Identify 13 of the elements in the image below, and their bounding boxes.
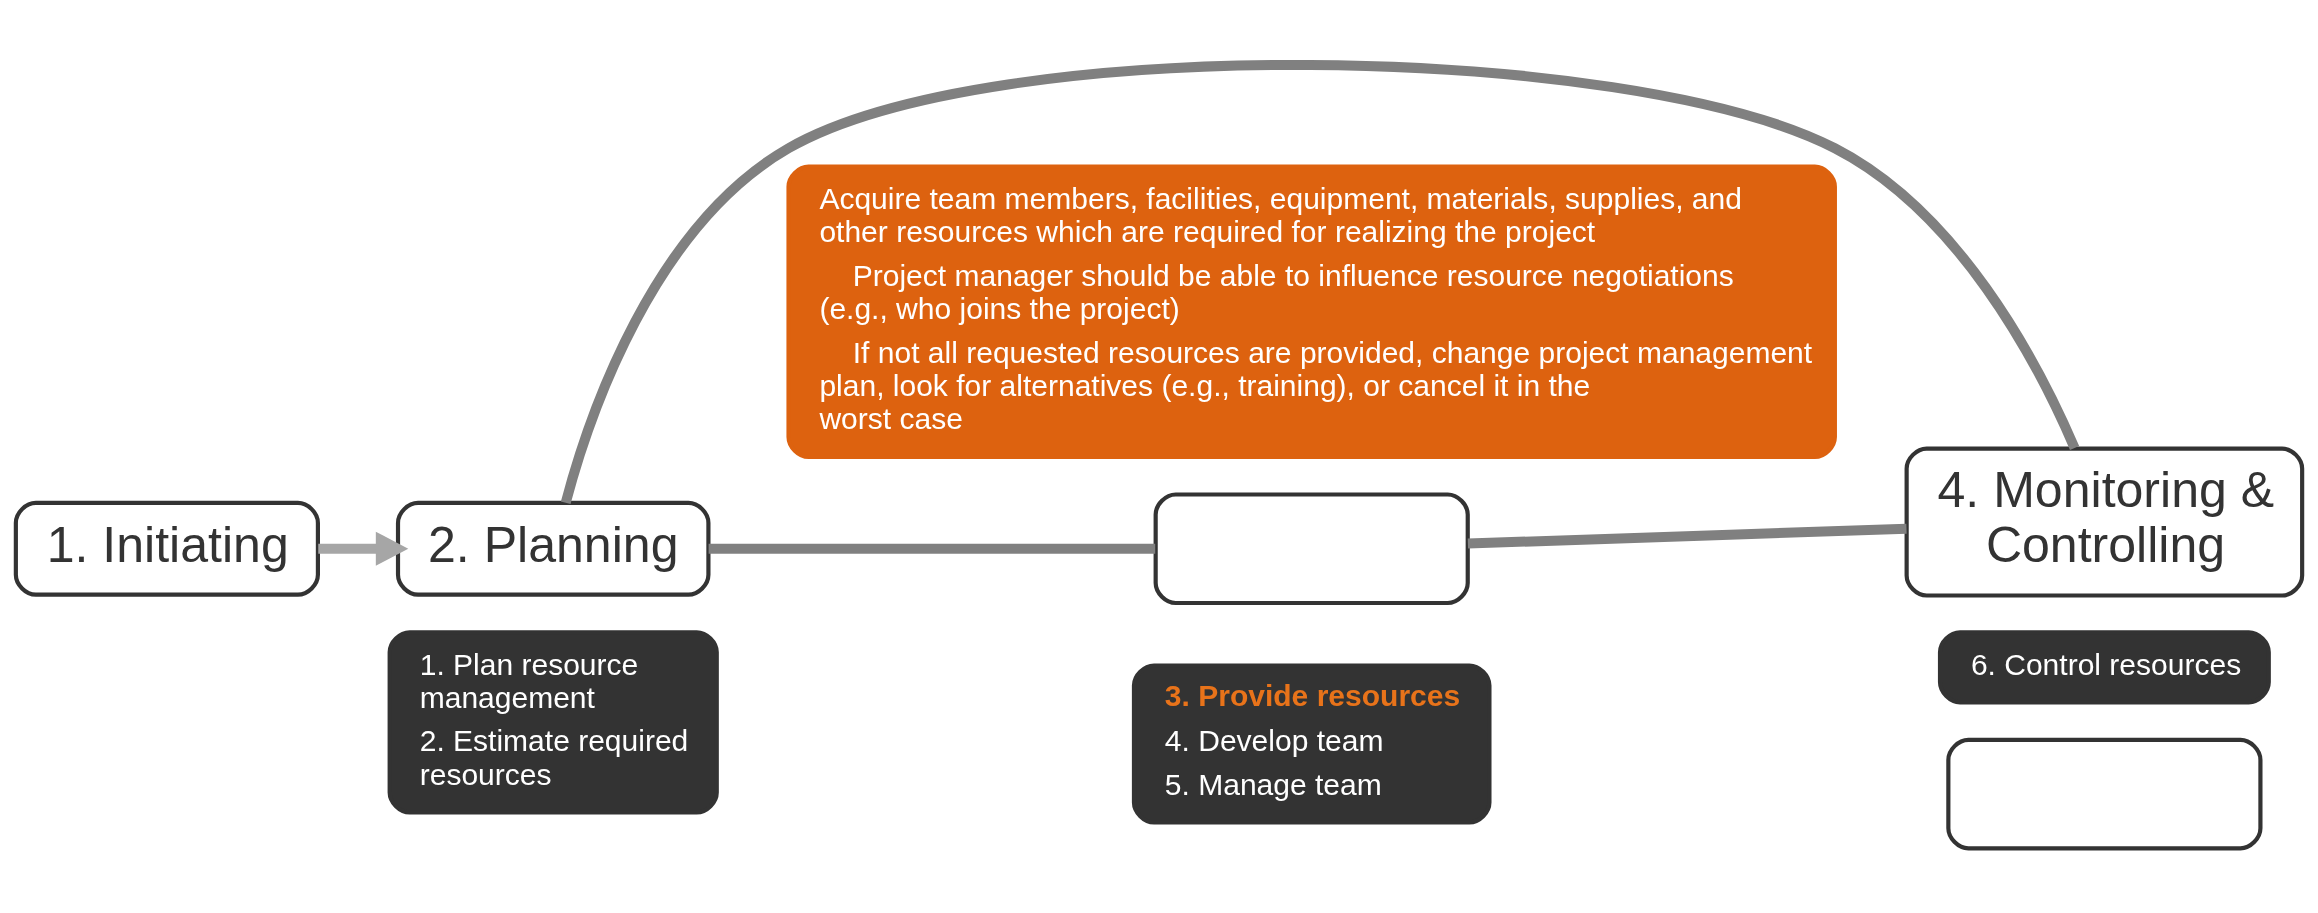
connector: [560, 60, 2080, 505]
node-box: 4. Monitoring & Controlling: [1904, 446, 2305, 598]
node-box: 3. Provide resources 4. Develop team 5. Manage team: [1131, 663, 1492, 825]
node-box: [1946, 737, 2263, 851]
arrow: [318, 531, 409, 566]
node-box: Acquire team members, facilities, equipment, materials, supplies, and other resources which are required for realizing the project Project manager should be able to influence resource negotiations (e.g., who joins the project) If not all requested resources are provided, change project management plan, look for alternatives (e.g., training), or cancel it in the worst case: [786, 164, 1837, 460]
node-box: 2. Planning: [395, 500, 711, 597]
node-box: 6. Control resources: [1937, 630, 2271, 705]
node-box: 1. Plan resource management 2. Estimate required resources: [387, 630, 719, 815]
node-box: [1153, 492, 1470, 606]
connector: [708, 543, 1156, 554]
connector: [1467, 523, 1907, 549]
node-box: 1. Initiating: [13, 500, 320, 597]
